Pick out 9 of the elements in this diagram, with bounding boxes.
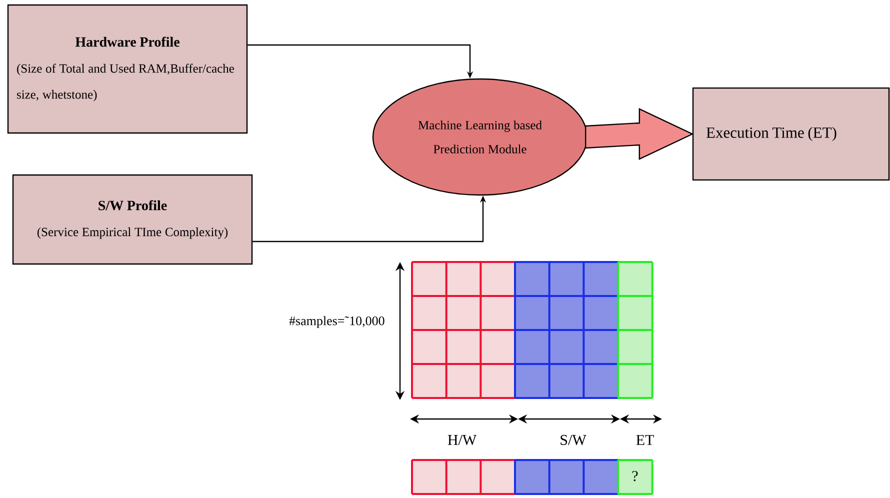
profile-box: Execution Time (ET)	[692, 87, 890, 181]
column-group-label: ET	[636, 435, 654, 445]
profile-box: Hardware Profile (Size of Total and Used RAM,Buffer/cache size, whetstone)	[7, 4, 248, 134]
block-arrow	[585, 108, 694, 160]
profile-box: S/W Profile (Service Empirical TIme Complexity)	[12, 174, 253, 265]
column-group-label: H/W	[448, 434, 477, 446]
column-group-label: S/W	[560, 434, 586, 446]
unknown-value-mark: ?	[632, 470, 638, 482]
dimension-label: #samples=˜10,000	[289, 316, 384, 328]
